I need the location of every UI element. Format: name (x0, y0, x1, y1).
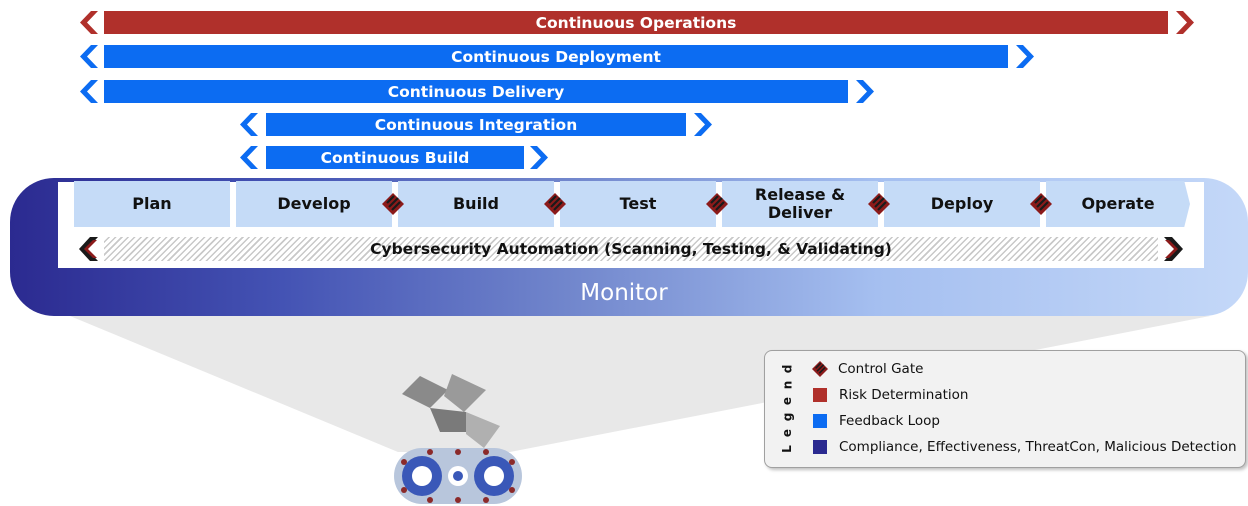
devsecops-loop-icon (394, 448, 522, 504)
stage-deploy: Deploy (884, 181, 1040, 227)
red-swatch (813, 388, 827, 402)
legend-title-letter: g (780, 412, 794, 422)
stage-operate: Operate (1046, 181, 1190, 227)
control-gate-icon (382, 193, 404, 215)
folded-cube-icon (402, 374, 500, 448)
right-chevron-icon (694, 113, 714, 136)
navy-swatch (813, 440, 827, 454)
legend-title: d n e g e L (777, 363, 797, 455)
legend-box: d n e g e L Control Gate Risk Determinat… (764, 350, 1246, 468)
monitor-label: Monitor (580, 280, 668, 306)
legend-title-letter: e (779, 428, 794, 438)
left-chevron-icon (238, 146, 258, 169)
legend-label: Risk Determination (839, 387, 969, 403)
cyber-right-chevron-icon (1164, 237, 1184, 261)
stage-plan: Plan (74, 181, 230, 227)
legend-label: Control Gate (838, 361, 924, 377)
legend-title-letter: e (779, 396, 794, 406)
control-gate-icon (706, 193, 728, 215)
right-chevron-icon (1016, 45, 1036, 68)
control-gate-icon (1030, 193, 1052, 215)
legend-item-feedback-loop: Feedback Loop (813, 411, 940, 431)
right-chevron-icon (530, 146, 550, 169)
stage-release-line1: Release & (754, 185, 846, 204)
stage-release-deliver: Release & Deliver (722, 181, 878, 227)
left-chevron-icon (78, 45, 98, 68)
left-chevron-icon (78, 80, 98, 103)
legend-title-letter: L (780, 445, 794, 453)
right-chevron-icon (856, 80, 876, 103)
cybersecurity-automation-bar: Cybersecurity Automation (Scanning, Test… (104, 237, 1158, 261)
legend-label: Compliance, Effectiveness, ThreatCon, Ma… (839, 439, 1237, 455)
stage-release-line2: Deliver (767, 203, 833, 222)
left-chevron-icon (78, 11, 98, 34)
right-chevron-icon (1176, 11, 1196, 34)
stage-develop: Develop (236, 181, 392, 227)
legend-title-letter: n (779, 380, 794, 390)
legend-title-letter: d (780, 364, 794, 374)
control-gate-icon (812, 361, 828, 377)
left-chevron-icon (238, 113, 258, 136)
bar-label: Continuous Delivery (104, 80, 848, 103)
bar-label: Continuous Operations (104, 11, 1168, 34)
bar-label: Continuous Build (266, 146, 524, 169)
bar-label: Continuous Integration (266, 113, 686, 136)
legend-item-compliance: Compliance, Effectiveness, ThreatCon, Ma… (813, 437, 1237, 457)
control-gate-icon (544, 193, 566, 215)
stage-test: Test (560, 181, 716, 227)
stage-build: Build (398, 181, 554, 227)
legend-label: Feedback Loop (839, 413, 940, 429)
blue-swatch (813, 414, 827, 428)
cyber-left-chevron-icon (78, 237, 98, 261)
control-gate-icon (868, 193, 890, 215)
bar-label: Continuous Deployment (104, 45, 1008, 68)
legend-item-control-gate: Control Gate (812, 359, 924, 379)
legend-item-risk-determination: Risk Determination (813, 385, 968, 405)
